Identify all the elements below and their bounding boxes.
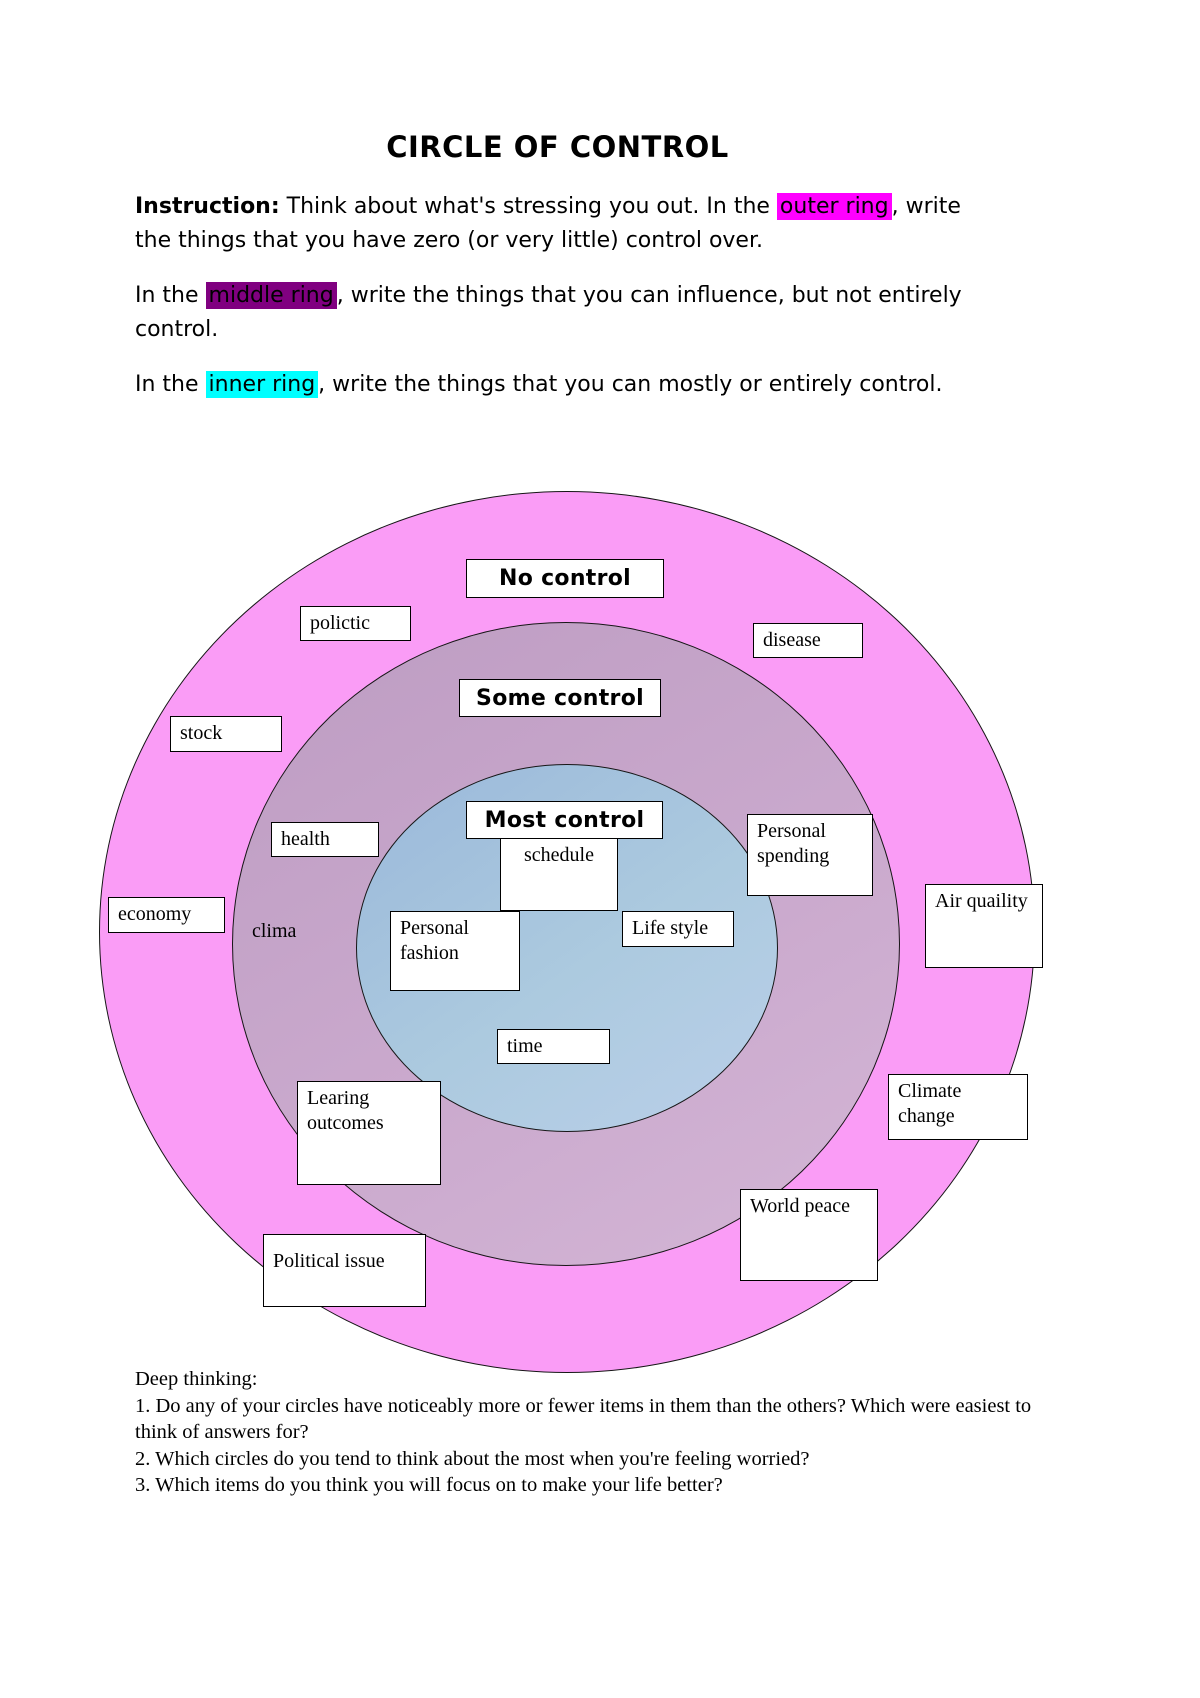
instruction-paragraph-outer: Instruction: Think about what's stressin…	[135, 190, 980, 258]
item-time: time	[497, 1029, 610, 1064]
instruction-paragraph-inner: In the inner ring, write the things that…	[135, 368, 980, 402]
instruction-text: , write the things that you can influenc…	[135, 283, 962, 342]
item-health: health	[271, 822, 379, 857]
item-economy: economy	[108, 897, 225, 933]
instruction-label: Instruction:	[135, 194, 280, 219]
instruction-text: , write the things that you can mostly o…	[318, 372, 943, 397]
item-politic: polictic	[300, 606, 411, 641]
inner-ring-highlight: inner ring	[205, 371, 319, 398]
item-learning-outcomes: Learing outcomes	[297, 1081, 441, 1185]
item-personal-fashion: Personal fashion	[390, 911, 520, 991]
item-personal-spending: Personal spending	[747, 814, 873, 896]
instruction-text: In the	[135, 372, 206, 397]
no-control-label: No control	[466, 559, 664, 598]
item-political-issue: Political issue	[263, 1234, 426, 1307]
instructions-block: Instruction: Think about what's stressin…	[135, 190, 980, 423]
deep-thinking-heading: Deep thinking:	[135, 1368, 258, 1390]
instruction-text: Think about what's stressing you out. In…	[279, 194, 777, 219]
deep-thinking-block: Deep thinking: 1. Do any of your circles…	[135, 1366, 1040, 1499]
outer-ring-highlight: outer ring	[776, 193, 892, 220]
middle-ring-highlight: middle ring	[205, 282, 337, 309]
deep-thinking-question-2: 2. Which circles do you tend to think ab…	[135, 1447, 810, 1470]
page-title: CIRCLE OF CONTROL	[386, 130, 729, 164]
item-climate-change: Climate change	[888, 1074, 1028, 1140]
item-stock: stock	[170, 716, 282, 752]
item-schedule: schedule	[500, 838, 618, 911]
instruction-text: , write the things that you have zero (o…	[135, 194, 961, 253]
deep-thinking-question-1: 1. Do any of your circles have noticeabl…	[135, 1394, 1032, 1444]
instruction-text: In the	[135, 283, 206, 308]
some-control-label: Some control	[459, 679, 661, 717]
item-air-quality: Air quaility	[925, 884, 1043, 968]
most-control-label: Most control	[466, 801, 663, 839]
item-clima: clima	[252, 920, 297, 942]
item-world-peace: World peace	[740, 1189, 878, 1281]
instruction-paragraph-middle: In the middle ring, write the things tha…	[135, 279, 980, 347]
item-life-style: Life style	[622, 911, 734, 947]
deep-thinking-question-3: 3. Which items do you think you will foc…	[135, 1474, 723, 1496]
item-disease: disease	[753, 623, 863, 658]
